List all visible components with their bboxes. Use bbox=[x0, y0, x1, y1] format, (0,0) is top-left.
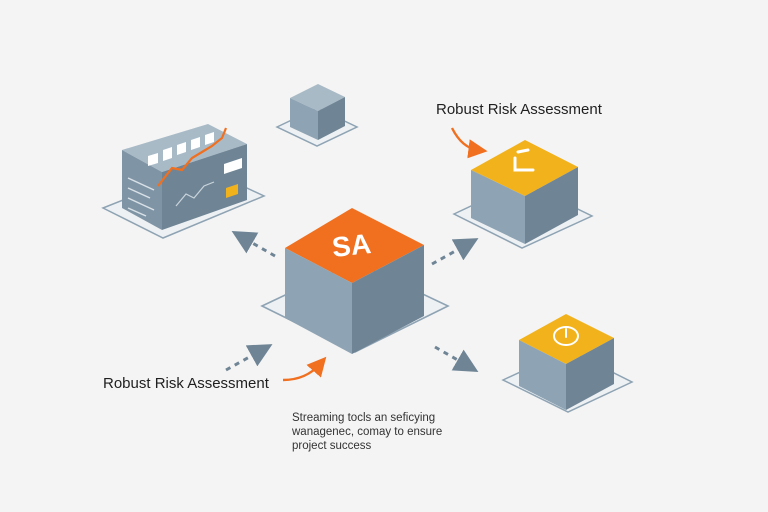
bottom-right-left bbox=[519, 340, 566, 410]
power-icon bbox=[553, 326, 579, 346]
orange-curved-arrow-bottom bbox=[282, 356, 327, 382]
top-right-top bbox=[471, 140, 578, 196]
center-top bbox=[285, 208, 424, 283]
dashboard-block bbox=[101, 124, 266, 239]
bottom-right-yellow-block bbox=[501, 314, 634, 413]
small-cube-top bbox=[290, 84, 345, 111]
small-gray-cube bbox=[275, 84, 359, 147]
label-robust-risk-assessment-top: Robust Risk Assessment bbox=[436, 101, 602, 118]
bottom-right-top bbox=[519, 314, 614, 364]
connector-arrows bbox=[225, 231, 479, 372]
caption-line-2: wanagenec, comay to ensure bbox=[292, 426, 443, 438]
arrow-left-to-center bbox=[225, 344, 273, 372]
arrow-center-to-top-right bbox=[431, 238, 479, 266]
caption-text: Streaming tocls an seficying wanagenec, … bbox=[292, 411, 442, 453]
center-sa-block: SA bbox=[260, 208, 450, 354]
center-block-label: SA bbox=[331, 228, 373, 263]
refresh-arrow-icon bbox=[513, 156, 535, 172]
top-right-yellow-block bbox=[452, 140, 594, 249]
bottom-right-right bbox=[566, 338, 614, 410]
orange-curved-arrow-top bbox=[450, 127, 488, 159]
top-right-right bbox=[525, 167, 578, 244]
small-cube-left bbox=[290, 98, 318, 140]
center-left bbox=[285, 248, 352, 354]
caption-line-1: Streaming tocls an seficying bbox=[292, 412, 436, 424]
small-cube-right bbox=[318, 97, 345, 140]
line-chart-icon bbox=[157, 127, 228, 187]
top-right-left bbox=[471, 170, 525, 244]
caption-line-3: project success bbox=[292, 440, 372, 452]
arrow-center-to-bottom-right bbox=[434, 345, 479, 372]
center-right bbox=[352, 245, 424, 354]
arrow-center-to-dashboard bbox=[231, 231, 276, 258]
label-robust-risk-assessment-left: Robust Risk Assessment bbox=[103, 375, 269, 392]
